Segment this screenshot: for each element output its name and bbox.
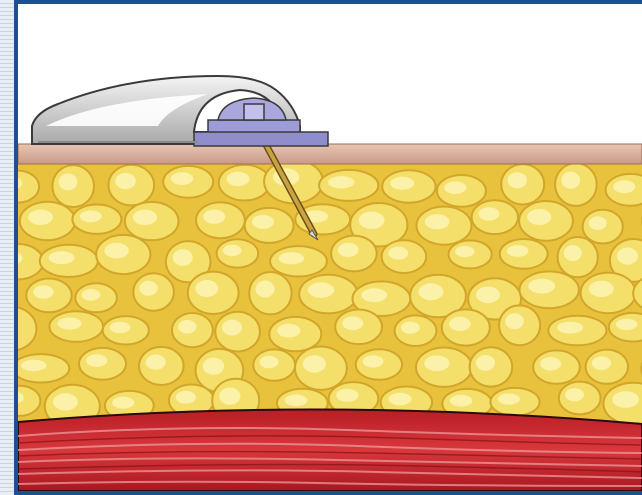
fat-cell-highlight	[252, 215, 274, 229]
fat-cell-highlight	[390, 177, 414, 190]
infusion-set-device	[32, 76, 328, 146]
fat-cell-highlight	[616, 319, 638, 330]
fat-cell-highlight	[424, 355, 449, 371]
fat-cell-highlight	[612, 391, 639, 408]
fat-cell-highlight	[528, 279, 555, 294]
fat-cell-highlight	[285, 395, 308, 407]
fat-cell-highlight	[82, 289, 101, 301]
fat-cell-highlight	[115, 173, 136, 189]
fat-cell-highlight	[444, 181, 466, 194]
fat-cell-highlight	[223, 245, 242, 256]
fat-cell-highlight	[363, 355, 384, 367]
fat-cell-highlight	[388, 393, 411, 406]
infusion-set-illustration	[14, 0, 642, 495]
fat-cell-highlight	[303, 355, 326, 372]
fat-cell-highlight	[133, 210, 157, 225]
fat-cell-highlight	[449, 317, 471, 331]
fat-cell-highlight	[617, 248, 638, 265]
fat-cell-highlight	[592, 356, 611, 370]
fat-cell-highlight	[277, 324, 300, 338]
fat-cell-highlight	[173, 249, 193, 266]
fat-cell-highlight	[80, 210, 102, 222]
muscle-layer	[18, 409, 642, 491]
fat-cell-highlight	[203, 210, 225, 224]
fat-cell-highlight	[455, 246, 474, 257]
fat-cell-highlight	[86, 354, 107, 367]
fat-cell-highlight	[222, 320, 242, 336]
fat-cell-highlight	[28, 210, 53, 225]
fat-cell-highlight	[21, 360, 47, 371]
fat-cell-highlight	[146, 355, 166, 370]
fat-cell-highlight	[507, 245, 529, 257]
fat-cell-highlight	[328, 176, 355, 188]
fat-cell-highlight	[171, 172, 193, 185]
fat-cell-highlight	[508, 172, 527, 188]
fat-cell-highlight	[53, 393, 78, 410]
fat-cell-highlight	[176, 391, 196, 404]
fat-cell-highlight	[564, 245, 582, 261]
fat-cell-highlight	[613, 180, 635, 193]
fat-cell-highlight	[260, 356, 279, 369]
fat-cell-highlight	[227, 172, 250, 186]
fat-cell-highlight	[49, 251, 75, 264]
fat-cell-highlight	[342, 316, 363, 330]
fat-cell-highlight	[219, 388, 240, 405]
fat-cell-highlight	[195, 280, 218, 297]
fat-cell-highlight	[450, 395, 472, 407]
fat-cell-highlight	[338, 243, 359, 257]
fat-cell-highlight	[104, 243, 128, 259]
fat-cell-highlight	[59, 174, 78, 191]
fat-layer	[18, 160, 642, 429]
fat-cell-highlight	[401, 322, 420, 334]
fat-cell-highlight	[361, 288, 387, 302]
fat-cell-highlight	[388, 247, 408, 260]
fat-cell-highlight	[479, 207, 500, 220]
left-ruler-strip	[0, 0, 14, 495]
skin-layer	[18, 144, 642, 164]
fat-cell-highlight	[557, 322, 583, 334]
fat-cell-highlight	[139, 281, 157, 296]
fat-cell-highlight	[498, 394, 520, 405]
fat-cell-highlight	[308, 282, 334, 298]
fat-cell-highlight	[178, 320, 196, 334]
fat-cell-highlight	[425, 214, 450, 229]
fat-cell-highlight	[476, 355, 495, 371]
fat-cell-highlight	[33, 285, 53, 299]
fat-cell-highlight	[561, 172, 580, 189]
fat-cell-highlight	[279, 252, 305, 264]
fat-cell-highlight	[203, 358, 224, 375]
fat-cell-highlight	[112, 397, 134, 409]
fat-cell-highlight	[565, 388, 584, 401]
fat-cell-highlight	[476, 287, 500, 304]
fat-cell-highlight	[589, 216, 607, 230]
fat-cell-highlight	[589, 281, 614, 297]
fat-cell-highlight	[110, 322, 131, 333]
fat-cell-highlight	[527, 209, 551, 225]
fat-cell-highlight	[359, 212, 385, 229]
fat-cell-highlight	[505, 313, 524, 329]
fat-cell-highlight	[336, 389, 358, 402]
fat-cell-highlight	[58, 317, 82, 329]
fat-cell-highlight	[419, 283, 444, 300]
fat-cell-highlight	[540, 357, 561, 370]
fat-cell-highlight	[256, 281, 275, 298]
